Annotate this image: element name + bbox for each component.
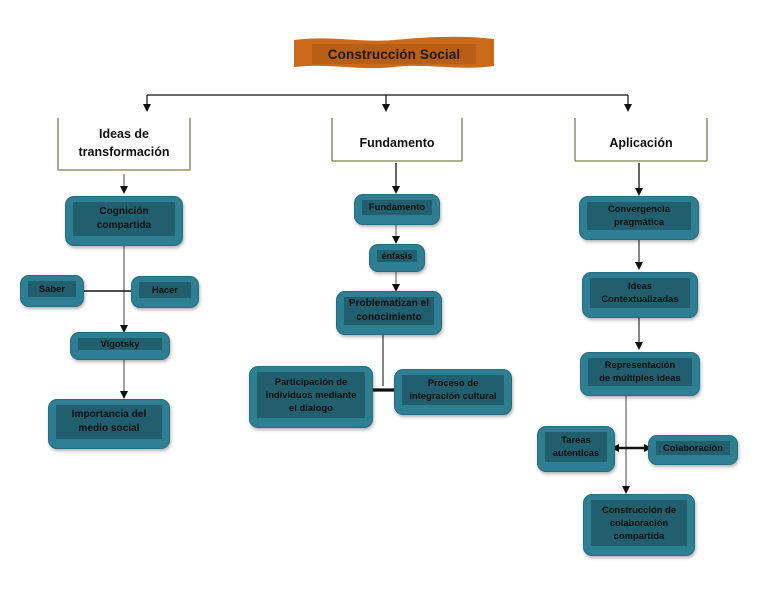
node-cognicion-compartida-line2: compartida xyxy=(96,220,152,231)
node-proceso-integracion-cultural-inner: Proceso de integración cultural xyxy=(402,375,504,405)
title-banner: Construcción Social xyxy=(292,36,496,72)
node-convergencia-line2: pragmática xyxy=(613,217,665,227)
node-participacion-individuos-inner: Participación de individuos mediante el … xyxy=(257,372,365,418)
node-representacion-multiples-ideas-inner: Representación de múltiples ideas xyxy=(588,358,692,386)
node-problematizan-line2: conocimiento xyxy=(356,312,422,323)
node-proceso-line1: Proceso de xyxy=(427,378,479,388)
node-importancia-medio-social-inner: Importancia del medio social xyxy=(56,405,162,439)
node-construccion-line3: compartida xyxy=(613,530,665,541)
node-representacion-multiples-ideas[interactable]: Representación de múltiples ideas xyxy=(580,352,700,396)
node-vigotsky[interactable]: Vigotsky xyxy=(70,332,170,360)
node-fundamento[interactable]: Fundamento xyxy=(354,194,440,225)
node-fundamento-label: Fundamento xyxy=(368,202,426,212)
node-problematizan-line1: Problematizan el xyxy=(348,297,430,309)
node-ideas-context-line2: Contextualizadas xyxy=(601,294,679,304)
banner-title: Construcción Social xyxy=(327,46,461,62)
node-construccion-line2: colaboración xyxy=(609,517,669,528)
node-problematizan-conocimiento[interactable]: Problematizan el conocimiento xyxy=(336,291,442,335)
node-participacion-line2: individuos mediante xyxy=(265,389,357,400)
node-saber-inner: Saber xyxy=(28,281,76,297)
section-header-ideas-line1: Ideas de xyxy=(98,127,150,141)
node-tareas-autenticas-inner: Tareas autenticas xyxy=(545,432,607,462)
node-saber-label: Saber xyxy=(38,283,66,294)
node-participacion-individuos[interactable]: Participación de individuos mediante el … xyxy=(249,366,373,428)
ribbon-shape xyxy=(294,36,494,69)
section-header-fundamento-line1: Fundamento xyxy=(359,136,435,150)
node-tareas-line1: Tareas xyxy=(561,435,591,445)
node-importancia-line1: Importancia del xyxy=(71,408,147,420)
node-cognicion-compartida-inner: Cognición compartida xyxy=(73,202,175,236)
node-cognicion-compartida-line1: Cognición xyxy=(99,205,149,217)
node-participacion-line3: el dialogo xyxy=(289,402,333,413)
node-ideas-context-line1: Ideas xyxy=(627,281,652,291)
node-tareas-autenticas[interactable]: Tareas autenticas xyxy=(537,426,615,472)
node-ideas-contextualizadas[interactable]: Ideas Contextualizadas xyxy=(582,272,698,318)
node-construccion-colaboracion-compartida-inner: Construcción de colaboración compartida xyxy=(591,500,687,546)
node-colaboracion-label: Colaboración xyxy=(662,442,723,453)
node-saber[interactable]: Saber xyxy=(20,275,84,307)
node-representacion-line2: de múltiples ideas xyxy=(599,373,681,383)
node-construccion-line1: Construcción de xyxy=(601,504,677,515)
node-colaboracion-inner: Colaboración xyxy=(656,441,730,455)
node-vigotsky-inner: Vigotsky xyxy=(78,338,162,350)
section-header-aplicacion-line1: Aplicación xyxy=(609,136,673,150)
node-fundamento-inner: Fundamento xyxy=(362,200,432,215)
node-convergencia-pragmatica-inner: Convergencia pragmática xyxy=(587,202,691,230)
edge-banner-bus xyxy=(143,94,632,112)
node-convergencia-pragmatica[interactable]: Convergencia pragmática xyxy=(579,196,699,240)
node-proceso-line2: integración cultural xyxy=(409,391,497,401)
node-representacion-line1: Representación xyxy=(604,360,676,370)
node-ideas-contextualizadas-inner: Ideas Contextualizadas xyxy=(590,278,690,308)
node-hacer-label: Hacer xyxy=(151,284,179,295)
node-problematizan-conocimiento-inner: Problematizan el conocimiento xyxy=(344,297,434,325)
node-vigotsky-label: Vigotsky xyxy=(100,338,140,349)
node-cognicion-compartida[interactable]: Cognición compartida xyxy=(65,196,183,246)
node-colaboracion[interactable]: Colaboración xyxy=(648,435,738,465)
node-construccion-colaboracion-compartida[interactable]: Construcción de colaboración compartida xyxy=(583,494,695,556)
node-hacer[interactable]: Hacer xyxy=(131,276,199,308)
node-importancia-line2: medio social xyxy=(78,423,140,434)
node-convergencia-line1: Convergencia xyxy=(607,204,671,214)
section-header-ideas-line2: transformación xyxy=(78,145,170,159)
node-participacion-line1: Participación de xyxy=(274,376,348,387)
node-importancia-medio-social[interactable]: Importancia del medio social xyxy=(48,399,170,449)
node-proceso-integracion-cultural[interactable]: Proceso de integración cultural xyxy=(394,369,512,415)
node-hacer-inner: Hacer xyxy=(139,282,191,298)
node-enfasis[interactable]: énfasis xyxy=(369,244,425,272)
node-tareas-line2: autenticas xyxy=(552,448,600,458)
node-enfasis-inner: énfasis xyxy=(377,250,417,262)
node-enfasis-label: énfasis xyxy=(381,251,413,261)
